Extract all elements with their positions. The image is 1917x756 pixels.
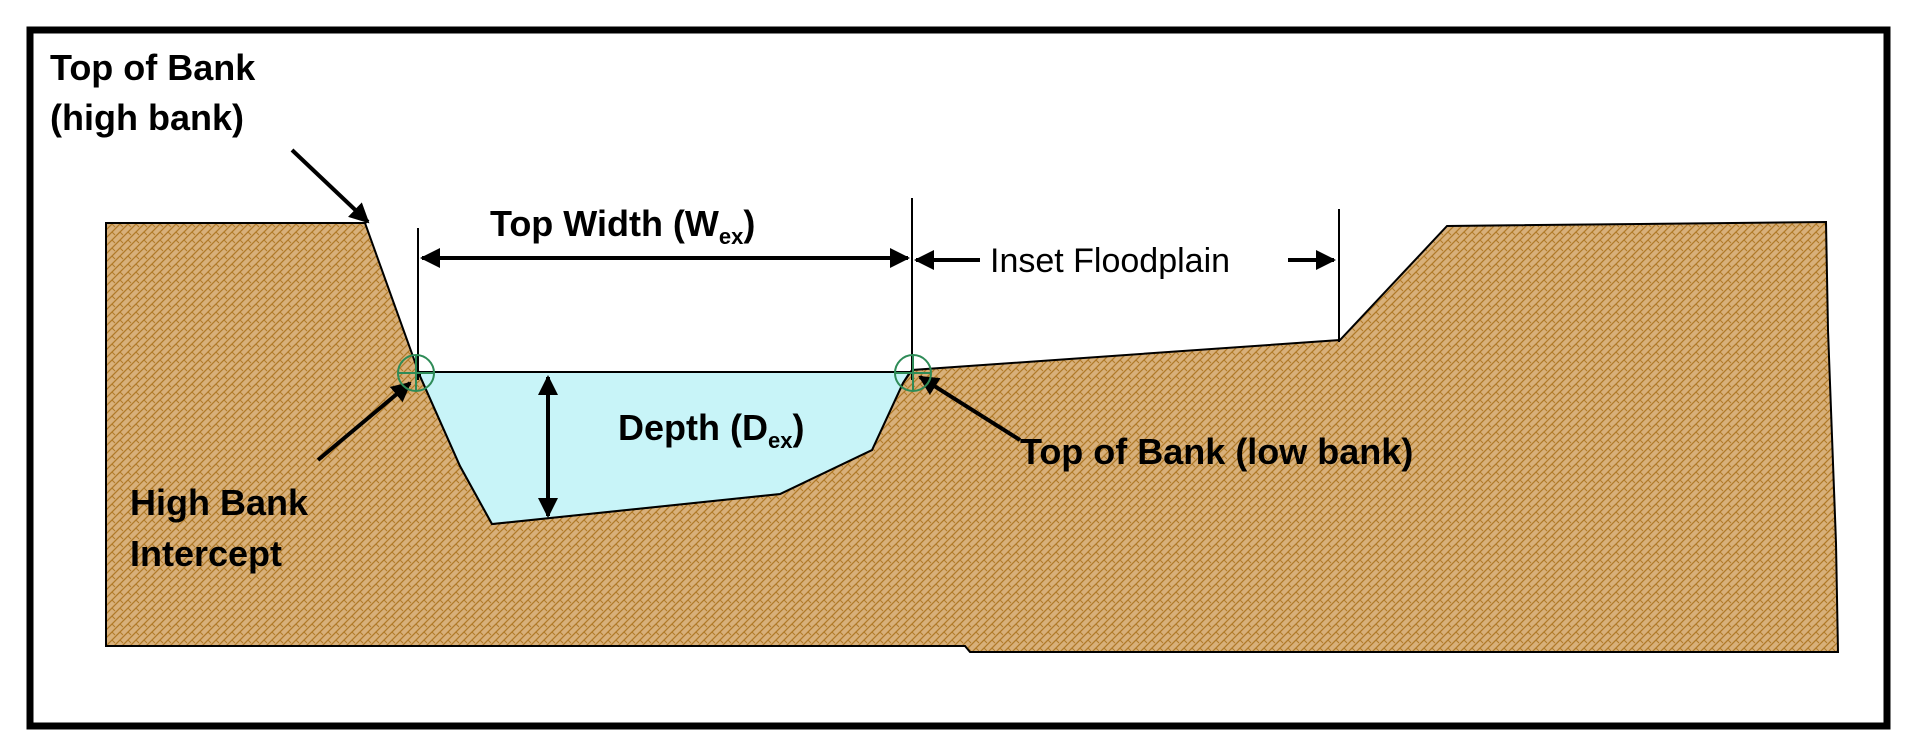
top-of-bank-high-label-line1: Top of Bank <box>50 47 256 88</box>
top-width-label-text: Top Width (W <box>490 203 719 244</box>
crosshair-circle-icon <box>894 354 932 392</box>
low-bank-leader <box>918 375 1022 442</box>
depth-label-subscript: ex <box>768 428 793 453</box>
depth-label-text: Depth (D <box>618 407 768 448</box>
top-width-label-subscript: ex <box>719 224 744 249</box>
top-width-label-close: ) <box>743 203 755 244</box>
high-bank-intercept-label-line1: High Bank <box>130 482 309 523</box>
crosshair-circle-icon <box>397 354 435 392</box>
inset-floodplain-label: Inset Floodplain <box>990 242 1230 280</box>
depth-label-close: ) <box>792 407 804 448</box>
depth-label: Depth (Dex) <box>618 407 804 453</box>
high-bank-intercept-label-line2: Intercept <box>130 533 282 574</box>
top-width-label: Top Width (Wex) <box>490 203 755 249</box>
high-bank-intercept-leader <box>316 381 412 462</box>
high-bank-leader <box>290 148 370 224</box>
top-of-bank-low-label: Top of Bank (low bank) <box>1020 431 1413 472</box>
top-of-bank-high-label-line2: (high bank) <box>50 97 244 138</box>
